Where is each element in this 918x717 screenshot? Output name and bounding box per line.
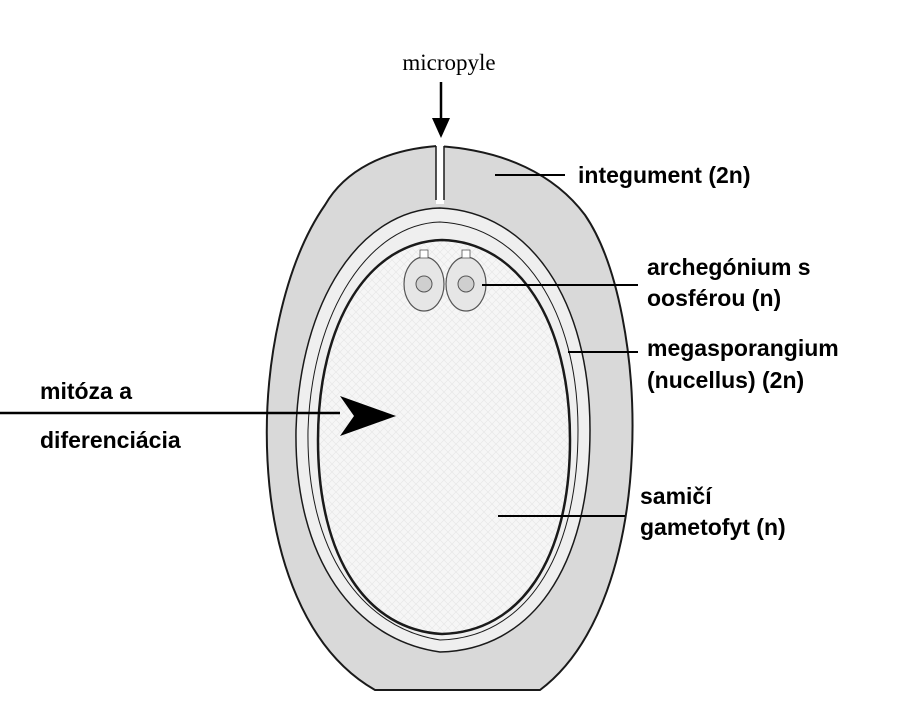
archegonium-label-line2: oosférou (n): [647, 285, 781, 311]
integument-label: integument (2n): [578, 162, 751, 188]
female-gametophyte: [316, 238, 572, 636]
micropyle-arrow: [432, 82, 450, 138]
gametophyte-label-line1: samičí: [640, 483, 713, 509]
archegonium-left: [403, 249, 445, 312]
micropyle-label: micropyle: [402, 50, 495, 75]
nucellus-inner-rim: [307, 221, 579, 641]
archegonium-label-line1: archegónium s: [647, 254, 811, 280]
mitosis-label-line1: mitóza a: [40, 378, 132, 404]
megasporangium-label-line1: megasporangium: [647, 335, 839, 361]
megasporangium-label-line2: (nucellus) (2n): [647, 367, 804, 393]
mitosis-label-line2: diferenciácia: [40, 427, 181, 453]
micropyle-canal: [436, 144, 444, 204]
gametophyte-label-line2: gametofyt (n): [640, 514, 786, 540]
mitosis-arrow: [0, 396, 396, 436]
